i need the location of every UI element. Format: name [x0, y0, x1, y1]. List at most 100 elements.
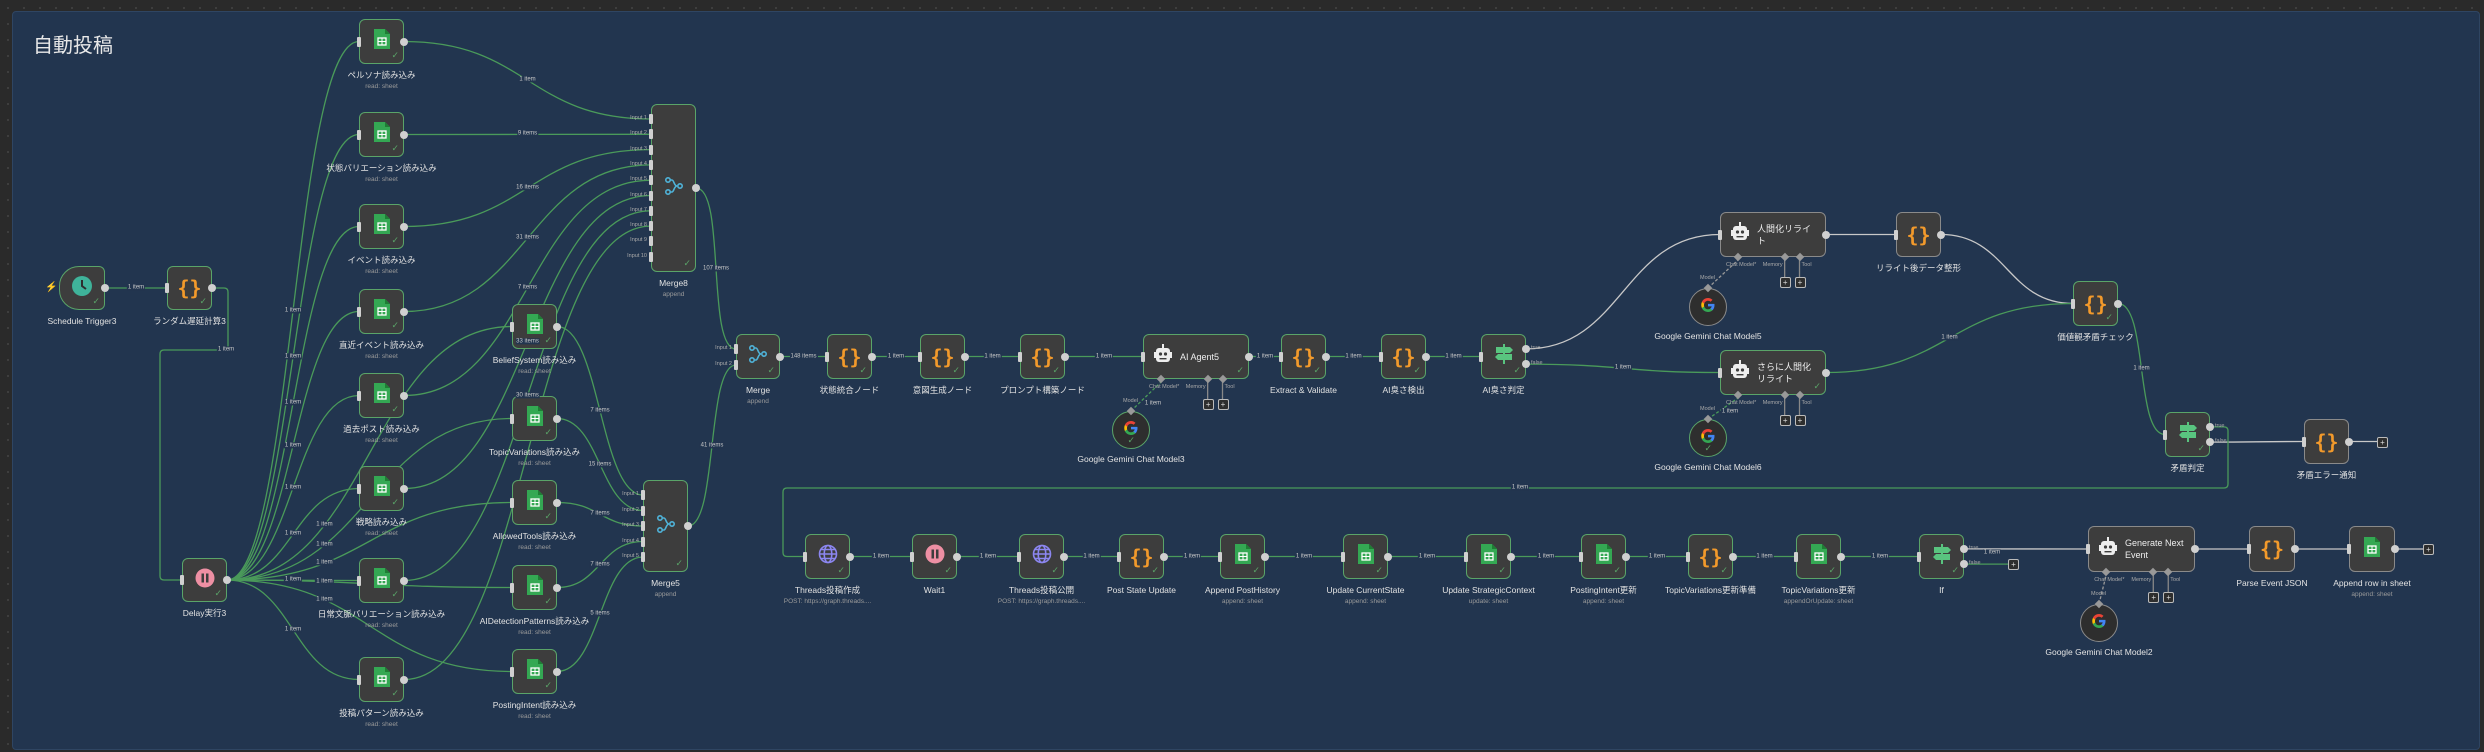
output-port[interactable] [553, 414, 561, 423]
output-port[interactable] [953, 552, 961, 561]
input-port[interactable] [510, 413, 514, 424]
output-port[interactable] [1160, 552, 1168, 561]
output-port[interactable] [553, 583, 561, 592]
input-port[interactable] [1794, 551, 1798, 562]
input-port[interactable] [649, 205, 653, 216]
add-memory-button[interactable]: + [1779, 277, 1791, 288]
input-port[interactable] [649, 114, 653, 124]
input-port[interactable] [357, 390, 361, 401]
input-port[interactable] [2163, 429, 2167, 440]
input-port[interactable] [649, 221, 653, 232]
node-delay[interactable]: ✓ [182, 558, 227, 602]
input-port[interactable] [1279, 351, 1283, 362]
node-appendhist[interactable]: ✓ [1220, 534, 1265, 579]
node-topicupd[interactable]: ✓ [1796, 534, 1841, 579]
node-intentgen[interactable]: {}✓ [920, 334, 965, 379]
input-port[interactable] [641, 552, 645, 562]
input-port[interactable] [2302, 436, 2306, 447]
node-daily[interactable]: ✓ [359, 558, 404, 603]
input-port[interactable] [734, 344, 738, 354]
node-parse[interactable]: {} [2249, 526, 2295, 572]
output-port[interactable] [1729, 552, 1737, 561]
input-port[interactable] [649, 190, 653, 201]
input-port[interactable] [357, 674, 361, 685]
input-port[interactable] [357, 575, 361, 586]
node-aijudge[interactable]: ✓ [1481, 334, 1526, 379]
output-port-true[interactable] [1960, 544, 1968, 553]
node-humanize[interactable]: 人間化リライト [1720, 212, 1826, 257]
node-gemini5[interactable] [1689, 288, 1727, 326]
output-port[interactable] [553, 498, 561, 507]
output-port[interactable] [868, 352, 876, 361]
input-port[interactable] [649, 129, 653, 140]
node-topicprep[interactable]: {}✓ [1688, 534, 1733, 579]
input-port[interactable] [1117, 551, 1121, 562]
node-pattern[interactable]: ✓ [359, 657, 404, 702]
input-port[interactable] [357, 36, 361, 47]
input-port[interactable] [641, 536, 645, 547]
node-aidetect[interactable]: ✓ [512, 565, 557, 610]
output-port[interactable] [2191, 545, 2199, 553]
output-port-true[interactable] [1522, 344, 1530, 353]
output-port[interactable] [2114, 299, 2122, 308]
output-port[interactable] [400, 130, 408, 139]
node-persona[interactable]: ✓ [359, 19, 404, 64]
input-port[interactable] [1464, 551, 1468, 562]
node-merge[interactable]: ✓ [736, 334, 780, 379]
node-valuecheck[interactable]: {}✓ [2073, 281, 2118, 326]
output-port[interactable] [1322, 352, 1330, 361]
input-port[interactable] [1718, 367, 1722, 378]
output-port[interactable] [684, 522, 692, 530]
node-intent[interactable]: ✓ [512, 649, 557, 694]
output-port-false[interactable] [1522, 360, 1530, 369]
input-port[interactable] [1141, 351, 1145, 362]
input-port[interactable] [649, 251, 653, 262]
output-port-false[interactable] [2206, 438, 2214, 447]
input-port[interactable] [180, 575, 184, 585]
output-port[interactable] [1422, 352, 1430, 361]
input-port[interactable] [641, 505, 645, 516]
input-port[interactable] [510, 666, 514, 677]
input-port[interactable] [734, 360, 738, 370]
input-port[interactable] [803, 551, 807, 562]
input-port[interactable] [649, 175, 653, 186]
add-node-button[interactable]: + [2008, 559, 2019, 571]
node-gemini3[interactable]: ✓ [1112, 411, 1150, 449]
input-port[interactable] [2247, 544, 2251, 554]
add-memory-button[interactable]: + [1202, 399, 1214, 410]
output-port[interactable] [208, 284, 216, 292]
output-port[interactable] [1622, 552, 1630, 561]
input-port[interactable] [649, 144, 653, 155]
output-port[interactable] [2291, 545, 2299, 553]
node-conflict[interactable]: ✓ [2165, 412, 2210, 457]
input-port[interactable] [1341, 551, 1345, 562]
input-port[interactable] [649, 236, 653, 247]
output-port[interactable] [2391, 545, 2399, 553]
output-port[interactable] [553, 667, 561, 676]
node-rewritefmt[interactable]: {} [1896, 212, 1941, 257]
output-port[interactable] [400, 576, 408, 585]
add-tool-button[interactable]: + [1794, 277, 1806, 288]
input-port[interactable] [1894, 229, 1898, 240]
input-port[interactable] [2086, 544, 2090, 554]
node-threadscreate[interactable]: ✓ [805, 534, 850, 579]
output-port[interactable] [692, 184, 700, 192]
input-port[interactable] [165, 283, 169, 293]
output-port[interactable] [776, 352, 784, 361]
output-port[interactable] [961, 352, 969, 361]
node-gemini2[interactable] [2080, 604, 2118, 642]
node-random[interactable]: {}✓ [167, 266, 212, 310]
output-port[interactable] [400, 675, 408, 684]
add-node-button[interactable]: + [2423, 544, 2434, 555]
output-port[interactable] [1245, 352, 1253, 361]
output-port[interactable] [1384, 552, 1392, 561]
output-port[interactable] [1061, 352, 1069, 361]
input-port[interactable] [2071, 298, 2075, 309]
input-port[interactable] [1018, 351, 1022, 362]
node-genevent[interactable]: Generate Next Event [2088, 526, 2195, 572]
output-port[interactable] [1937, 230, 1945, 239]
node-event[interactable]: ✓ [359, 204, 404, 249]
output-port-false[interactable] [1960, 560, 1968, 569]
input-port[interactable] [510, 321, 514, 332]
input-port[interactable] [641, 521, 645, 531]
